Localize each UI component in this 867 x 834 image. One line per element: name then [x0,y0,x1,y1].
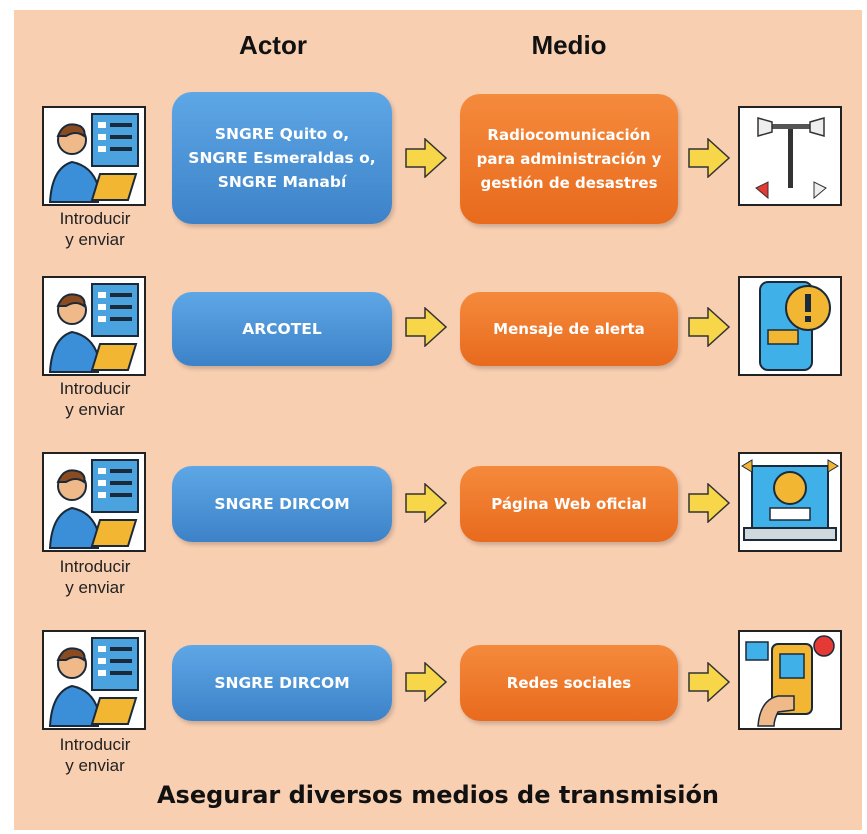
website-icon [738,452,842,552]
actor-box: SNGRE Quito o, SNGRE Esmeraldas o, SNGRE… [172,92,392,224]
user-caption: Introducir y enviar [59,557,131,597]
social-media-icon [738,630,842,730]
medio-box: Página Web oficial [460,466,678,542]
medio-box: Redes sociales [460,645,678,721]
user-computer-icon [42,630,146,730]
phone-alert-icon [738,276,842,376]
actor-column-header: Actor [239,30,307,60]
user-computer-icon [42,276,146,376]
arrow-right-icon [405,483,447,523]
actor-box: ARCOTEL [172,292,392,366]
medio-box: Mensaje de alerta [460,292,678,366]
arrow-right-icon [405,307,447,347]
user-caption: Introducir y enviar [59,379,131,419]
user-computer-icon [42,106,146,206]
arrow-right-icon [688,307,730,347]
actor-box: SNGRE DIRCOM [172,645,392,721]
actor-box: SNGRE DIRCOM [172,466,392,542]
arrow-right-icon [688,138,730,178]
arrow-right-icon [405,662,447,702]
user-caption: Introducir y enviar [59,735,131,775]
diagram-footer-title: Asegurar diversos medios de transmisión [156,781,720,809]
user-computer-icon [42,452,146,552]
user-caption: Introducir y enviar [59,209,131,249]
arrow-right-icon [688,662,730,702]
diagram-background [14,10,862,830]
arrow-right-icon [405,138,447,178]
radio-antenna-icon [738,106,842,206]
medio-box: Radiocomunicación para administración y … [460,94,678,224]
arrow-right-icon [688,483,730,523]
medio-column-header: Medio [531,30,607,60]
